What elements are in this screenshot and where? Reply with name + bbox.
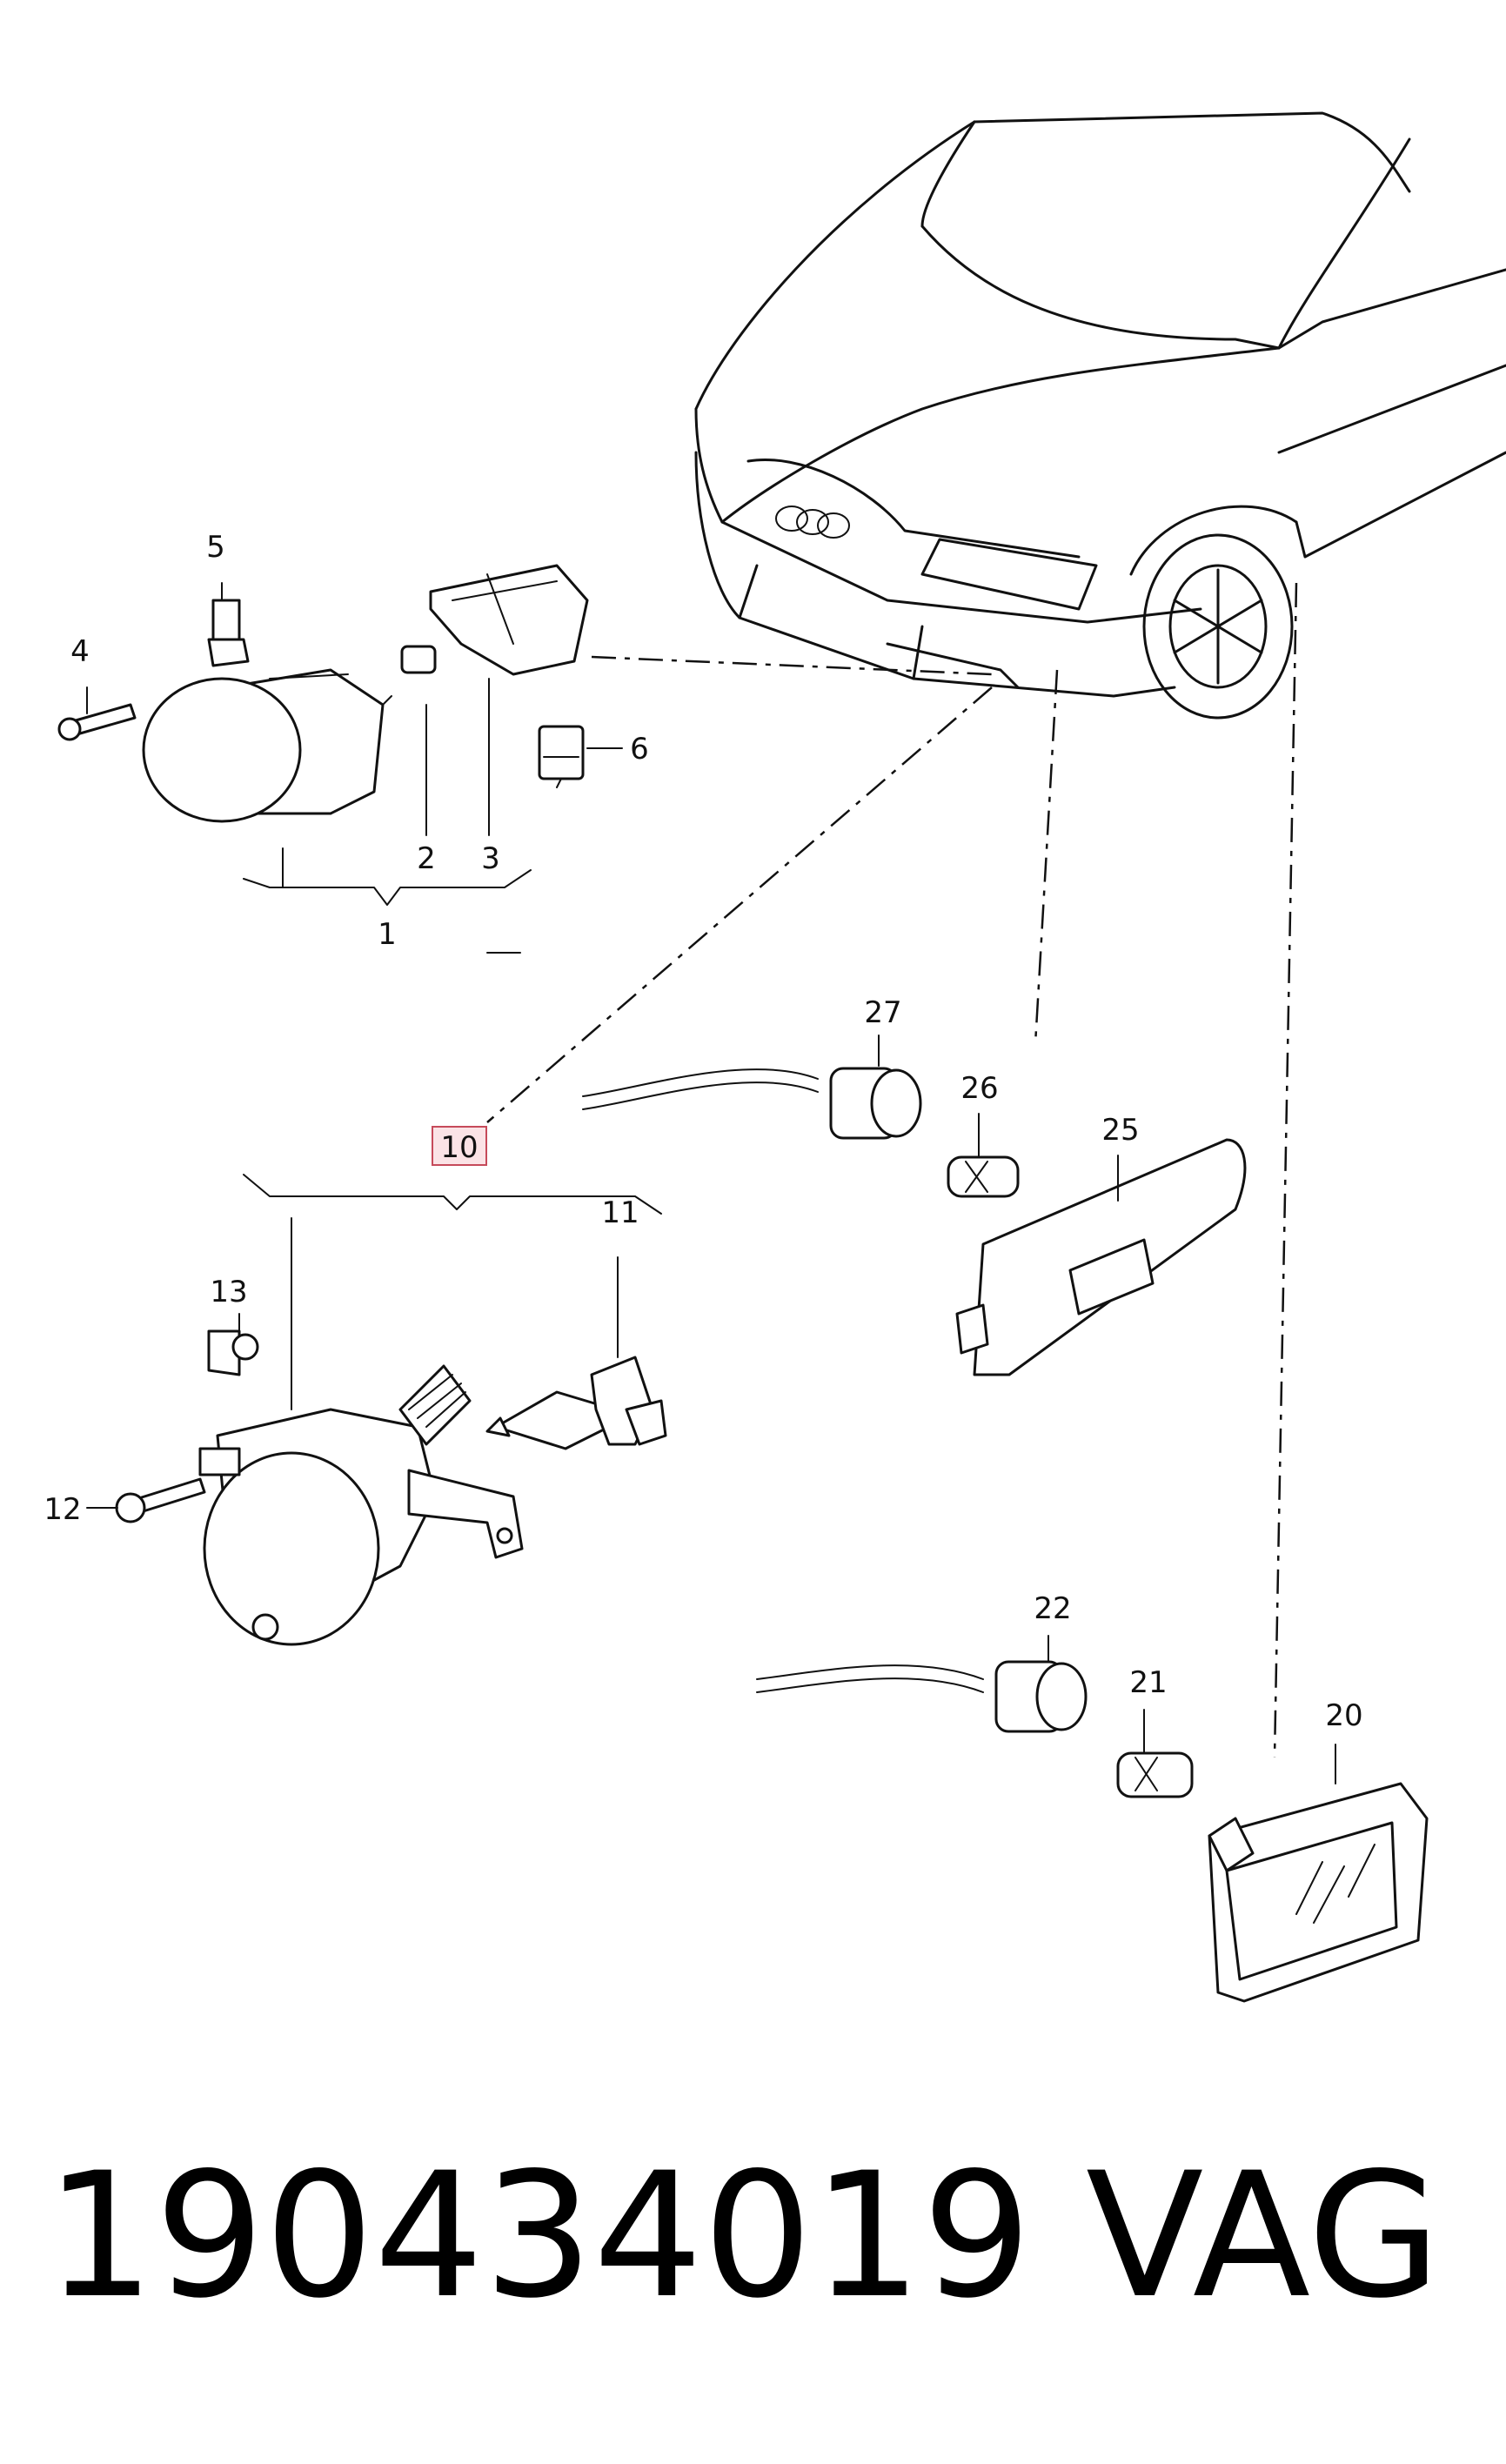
callout-10-highlight: [432, 1126, 487, 1166]
callout-20: 20: [1325, 1698, 1362, 1733]
callout-leaders: [86, 582, 1336, 1784]
brand-name: VAG: [1086, 2135, 1442, 2336]
callout-12: 12: [44, 1492, 81, 1527]
marker-light-group-lower: [756, 1660, 1429, 2003]
callout-13: 13: [210, 1275, 247, 1309]
callout-2: 2: [417, 841, 436, 876]
part-number: 190434019: [45, 2135, 1032, 2336]
callout-6: 6: [630, 732, 649, 767]
callout-3: 3: [481, 841, 500, 876]
marker-light-group-upper: [582, 1067, 1247, 1376]
car-illustration: [694, 111, 1506, 720]
callout-27: 27: [864, 995, 901, 1030]
fog-light-assembly-upper: [57, 564, 589, 823]
callout-21: 21: [1129, 1665, 1167, 1700]
callout-1: 1: [378, 917, 397, 952]
callout-5: 5: [206, 530, 225, 565]
leader-lines: [486, 582, 1298, 1758]
callout-labels: 1 2 3 4 5 6 10 11 12 13 20 21 22 25 26 2…: [44, 530, 1362, 1733]
callout-4: 4: [70, 634, 90, 669]
callout-25: 25: [1101, 1113, 1139, 1148]
callout-10: 10: [440, 1130, 478, 1165]
callout-26: 26: [960, 1071, 998, 1106]
callout-22: 22: [1034, 1591, 1071, 1626]
fog-light-assembly-lower: [115, 1329, 667, 1646]
callout-11: 11: [601, 1195, 639, 1230]
